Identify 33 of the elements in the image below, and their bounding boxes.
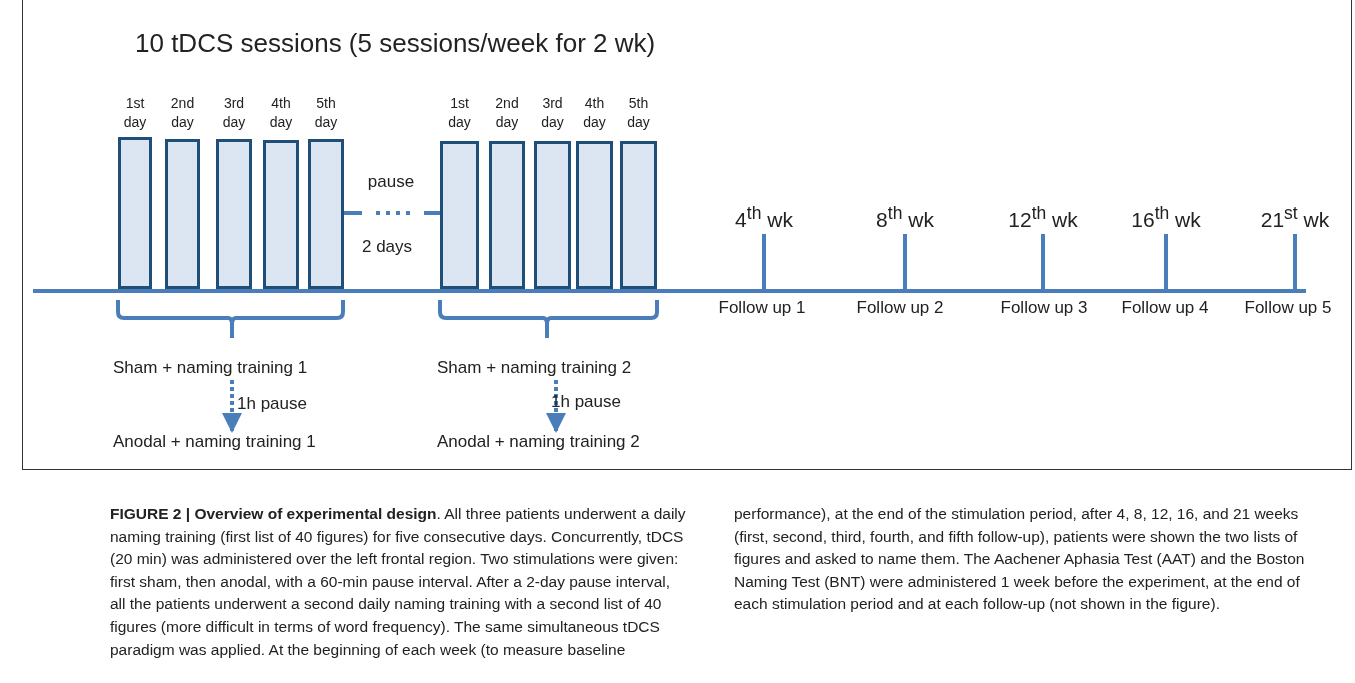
session-label: Anodal + naming training 2 [437,432,640,452]
arrow [222,380,242,433]
day-label: 5th day [626,94,651,132]
week-label: 21$^{st}$ wk [1260,203,1330,232]
day-label: 5th day [313,94,339,132]
week-label: 16$^{th}$ wk [1131,203,1201,232]
edge-label: 1h pause [551,392,621,412]
follow-up-label: Follow up 4 [1121,298,1209,318]
day-label: 2nd day [494,94,520,132]
day-label: 1st day [122,94,148,132]
figure-title: 10 tDCS sessions (5 sessions/week for 2 wk) [135,28,656,59]
day-label: 3rd day [540,94,565,132]
week-label: 4$^{th}$ wk [735,203,793,232]
day-label: 1st day [447,94,472,132]
session-label: Sham + naming training 1 [113,358,308,378]
connector-line [344,211,440,215]
week-label: 12$^{th}$ wk [1008,203,1078,232]
follow-up-label: Follow up 5 [1244,298,1332,318]
arrow [546,380,566,433]
day-label: 4th day [582,94,607,132]
follow-up-label: Follow up 3 [1000,298,1088,318]
day-label: 2nd day [169,94,196,132]
day-label: 4th day [268,94,294,132]
figure-caption: FIGURE 2 | Overview of experimental design. All three patients underwent a daily naming training (first list of 40 figures) for five consecutive days. Concurrently, tDCS (20 min) was administered over the left frontal region. Two stimulations were given: first sham, then anodal, with a 60-min pause interval. After a 2-day pause interval, all the patients underwent a second daily naming training with a second list of 40 figures (more difficult in terms of word frequency). The same simultaneous tDCS paradigm was applied. At the beginning of each week (to measure baseline performance), at the end of the stimulation period, after 4, 8, 12, 16, and 21 weeks (first, second, third, fourth, and fifth follow-up), patients were shown the two lists of figures and asked to name them. The Aachener Aphasia Test (AAT) and the Boston Naming Test (BNT) were administered 1 week before the experiment, at the end of each stimulation period and at each follow-up (not shown in the figure). [110,504,1306,660]
day-label: 3rd day [221,94,247,132]
session-label: Anodal + naming training 1 [113,432,316,452]
follow-up-label: Follow up 2 [856,298,944,318]
pause-label: 2 days [361,237,413,257]
edge-label: 1h pause [237,394,307,414]
session-label: Sham + naming training 2 [437,358,632,378]
pause-label: pause [367,172,415,192]
follow-up-label: Follow up 1 [718,298,806,318]
week-label: 8$^{th}$ wk [876,203,934,232]
